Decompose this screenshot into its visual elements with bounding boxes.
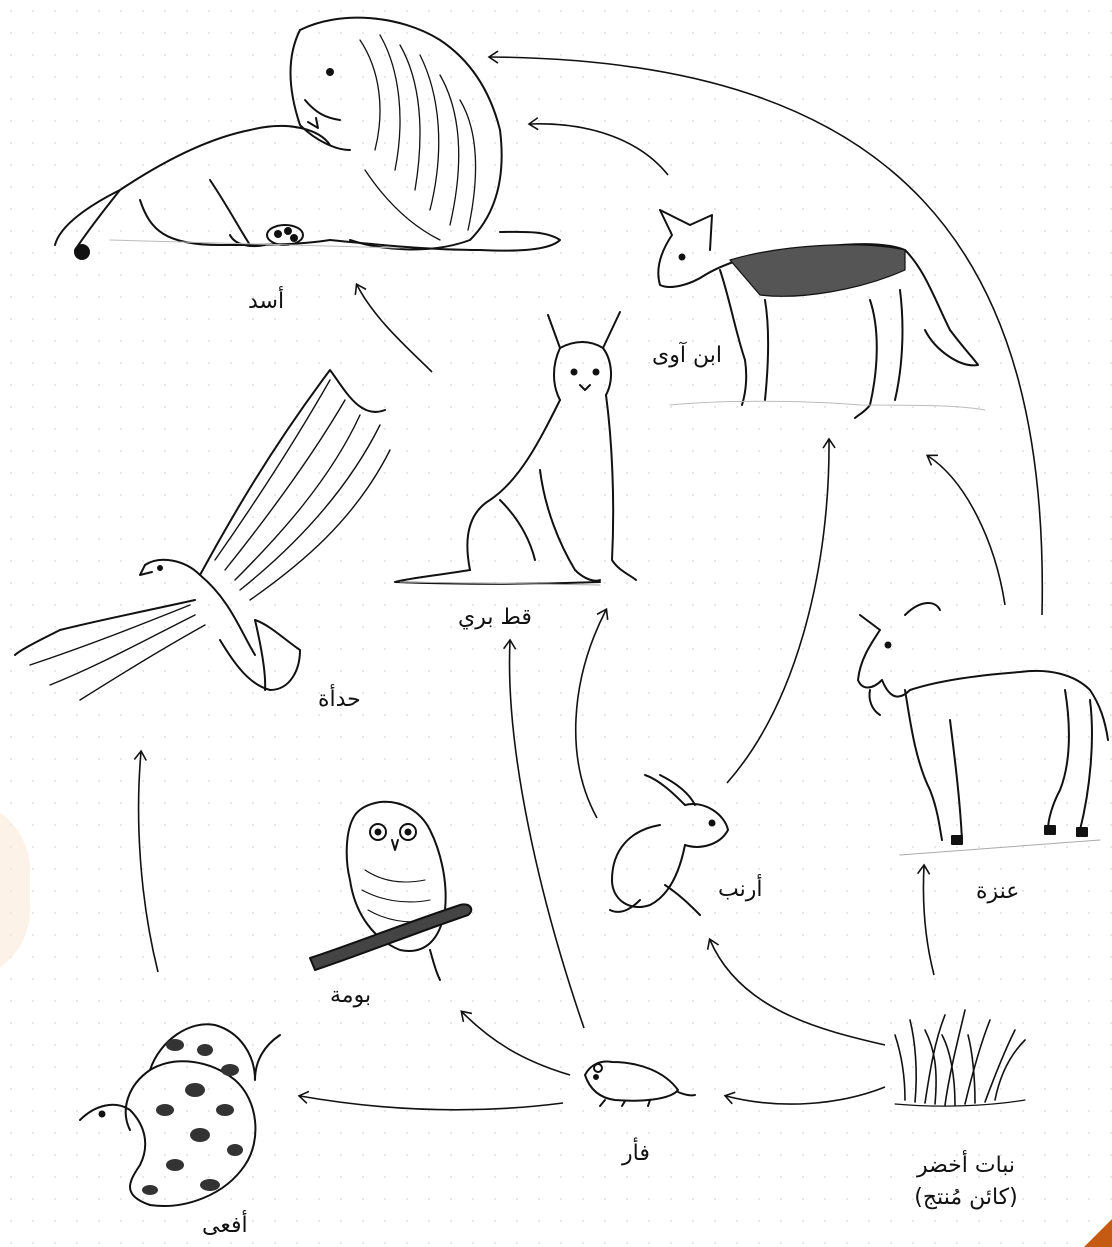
label-lion: أسد xyxy=(248,288,284,316)
arrow-jackal-to-lion xyxy=(530,124,668,175)
viper-icon xyxy=(80,1024,280,1206)
goat-icon xyxy=(858,603,1108,855)
mouse-icon xyxy=(585,1062,695,1106)
label-rabbit: أرنب xyxy=(718,876,762,904)
arrow-goat-to-jackal xyxy=(928,456,1005,605)
arrow-goat-to-lion xyxy=(490,57,1042,615)
label-plant: نبات أخضر (كائن مُنتج) xyxy=(896,1150,1036,1214)
owl-icon xyxy=(310,802,471,980)
grass-icon xyxy=(895,1010,1025,1106)
arrow-plant-to-mouse xyxy=(726,1087,885,1104)
label-viper: أفعى xyxy=(202,1212,248,1240)
label-plant-name: نبات أخضر xyxy=(896,1150,1036,1182)
arrow-viper-to-kite xyxy=(139,752,158,972)
arrow-mouse-to-owl xyxy=(462,1012,570,1075)
arrow-rabbit-to-jackal xyxy=(727,440,829,783)
label-caracal: قط بري xyxy=(458,604,532,632)
arrow-caracal-to-lion xyxy=(357,285,432,372)
label-goat: عنزة xyxy=(976,878,1019,906)
label-mouse: فأر xyxy=(622,1140,650,1168)
rabbit-icon xyxy=(610,775,728,915)
label-owl: بومة xyxy=(330,982,371,1010)
jackal-icon xyxy=(658,210,985,418)
arrow-mouse-to-caracal xyxy=(510,641,584,1028)
arrow-plant-to-goat xyxy=(923,866,934,975)
lion-icon xyxy=(55,18,560,259)
label-plant-role: (كائن مُنتج) xyxy=(896,1182,1036,1214)
label-kite: حدأة xyxy=(318,686,361,714)
label-jackal: ابن آوى xyxy=(652,342,722,370)
caracal-icon xyxy=(395,312,636,585)
kite-icon xyxy=(15,370,390,700)
arrow-mouse-to-viper xyxy=(300,1096,563,1110)
arrow-rabbit-to-caracal xyxy=(576,610,606,818)
arrow-plant-to-rabbit xyxy=(710,940,885,1045)
